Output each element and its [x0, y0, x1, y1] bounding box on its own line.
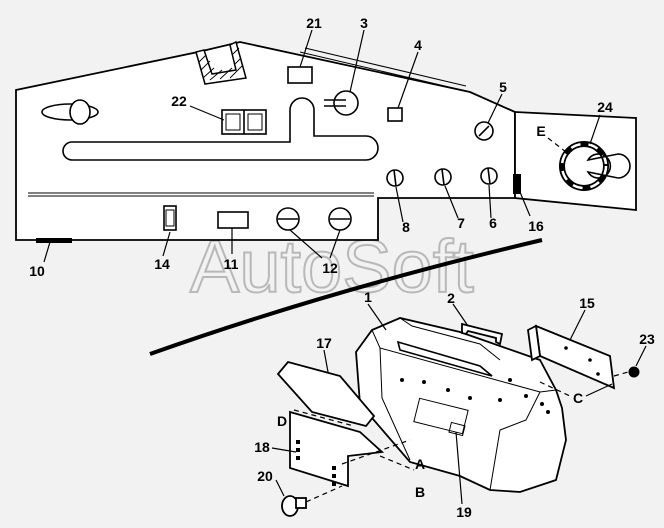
plate-part	[289, 410, 385, 488]
callout-8: 8	[402, 219, 410, 235]
housing-part	[355, 317, 567, 493]
knob-part	[628, 366, 640, 378]
cover-part	[276, 360, 376, 428]
callout-B: B	[415, 484, 425, 500]
callout-C: C	[573, 390, 583, 406]
callout-6: 6	[489, 215, 497, 231]
callout-15: 15	[579, 295, 595, 311]
callout-10: 10	[29, 263, 45, 279]
callout-17: 17	[316, 335, 332, 351]
callout-A: A	[415, 456, 425, 472]
callout-19: 19	[456, 504, 472, 520]
leader-lines	[43, 29, 647, 505]
callout-23: 23	[639, 331, 655, 347]
callout-E: E	[536, 123, 545, 139]
callout-22: 22	[171, 93, 187, 109]
bracket-part	[527, 324, 616, 390]
callout-5: 5	[499, 79, 507, 95]
handle-part	[461, 322, 504, 346]
callout-11: 11	[224, 256, 239, 272]
callout-1: 1	[364, 289, 372, 305]
callout-21: 21	[306, 15, 322, 31]
callout-7: 7	[457, 215, 465, 231]
callout-24: 24	[597, 99, 613, 115]
callout-12: 12	[322, 260, 338, 276]
callout-3: 3	[360, 15, 368, 31]
bolt-part	[281, 495, 307, 517]
section-cut-line	[149, 238, 543, 356]
callout-16: 16	[528, 218, 544, 234]
callout-18: 18	[254, 439, 270, 455]
callout-14: 14	[154, 256, 170, 272]
callout-20: 20	[257, 468, 273, 484]
callout-2: 2	[447, 290, 455, 306]
dashboard-panel	[15, 40, 637, 243]
callout-D: D	[277, 413, 287, 429]
callout-4: 4	[414, 37, 422, 53]
